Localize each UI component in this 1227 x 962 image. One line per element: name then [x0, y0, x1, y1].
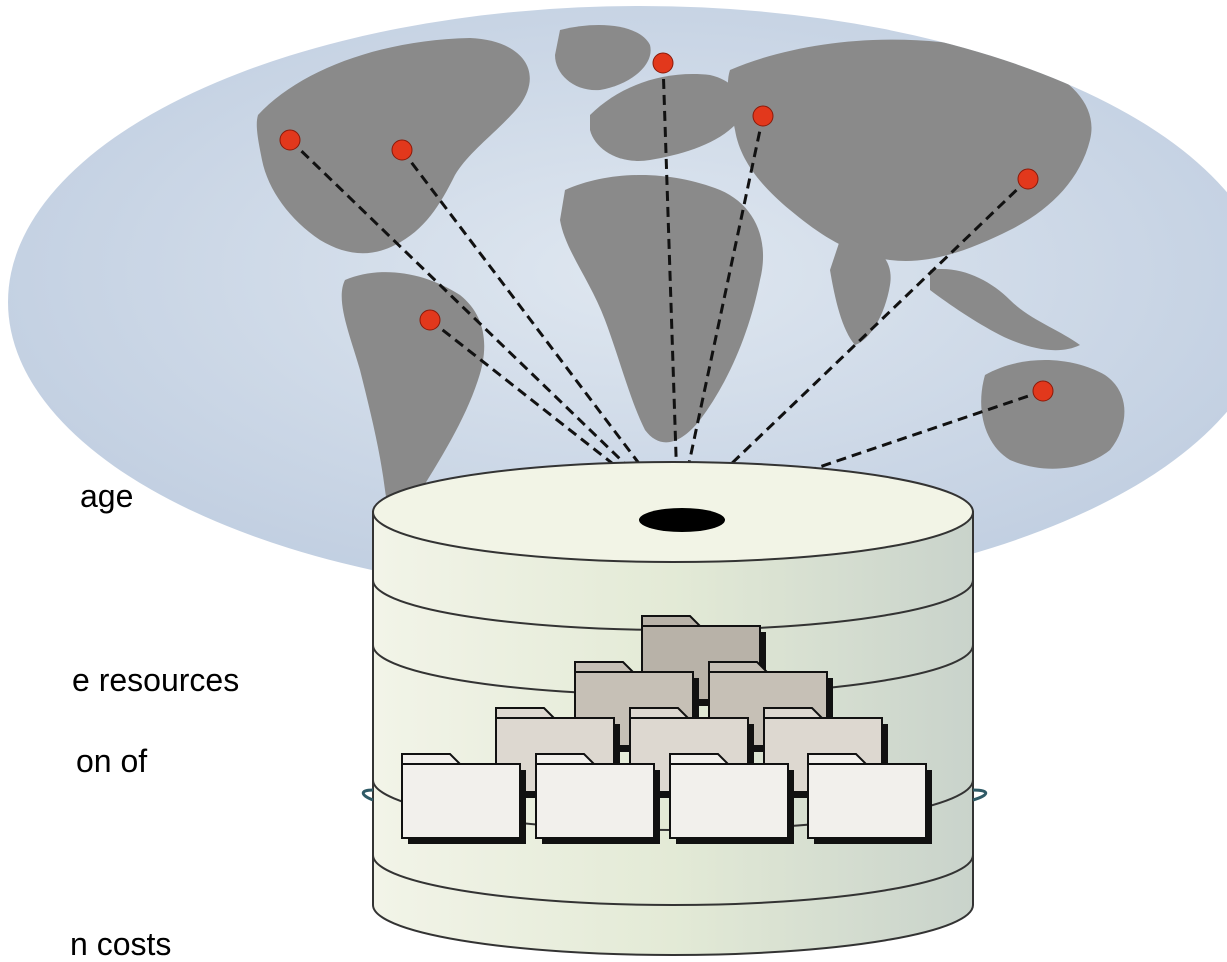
location-marker-icon	[419, 309, 441, 331]
location-marker-icon	[752, 105, 774, 127]
folder-icon	[669, 753, 794, 844]
africa-land	[560, 175, 764, 443]
location-marker-icon	[391, 139, 413, 161]
australia-land	[981, 360, 1125, 469]
link-line	[661, 62, 680, 516]
link-lines	[288, 62, 1044, 517]
location-marker-icon	[279, 129, 301, 151]
folders	[401, 615, 932, 844]
japan-land	[1039, 150, 1060, 205]
location-markers	[279, 52, 1054, 402]
location-marker-icon	[1017, 168, 1039, 190]
text-fragment-2: e resources	[72, 662, 240, 698]
south-america-land	[341, 272, 485, 513]
text-fragment-1: age	[80, 478, 134, 514]
text-fragment-3: on of	[76, 743, 148, 779]
link-line	[676, 177, 1030, 517]
location-marker-icon	[652, 52, 674, 74]
greenland-land	[555, 25, 651, 91]
folder-icon	[401, 753, 526, 844]
southeast-asia-land	[930, 269, 1080, 351]
link-line	[288, 138, 680, 517]
link-line	[676, 115, 765, 516]
link-line	[400, 149, 680, 516]
location-marker-icon	[1032, 380, 1054, 402]
folder-icon	[807, 753, 932, 844]
text-fragment-4: n costs	[70, 926, 172, 962]
india-land	[830, 240, 891, 345]
cylinder-opening	[639, 508, 725, 532]
folder-icon	[535, 753, 660, 844]
